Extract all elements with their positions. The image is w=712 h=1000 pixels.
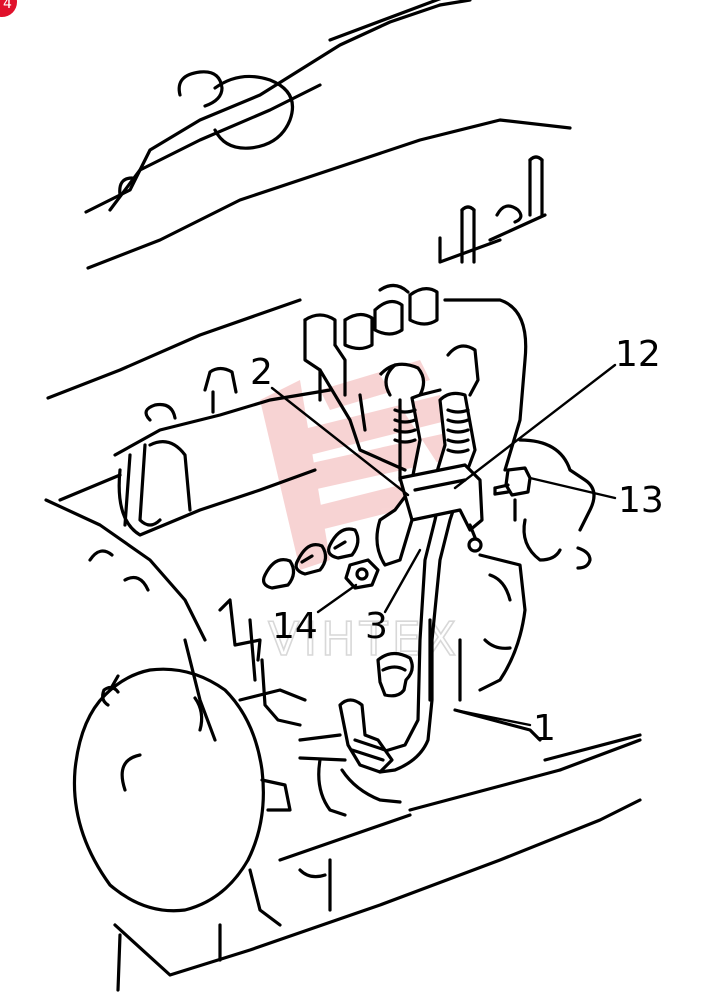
timing-cover bbox=[72, 667, 307, 962]
callout-2: 2 bbox=[250, 352, 273, 393]
callout-labels: 2 12 13 14 3 1 bbox=[250, 334, 664, 749]
manifold-body bbox=[303, 283, 528, 472]
intake-pipe bbox=[113, 388, 332, 537]
alternator-housing bbox=[478, 438, 596, 692]
leader-3 bbox=[383, 548, 422, 614]
leader-13 bbox=[528, 476, 617, 500]
engine-block-upper bbox=[44, 298, 302, 642]
leader-14 bbox=[316, 583, 358, 614]
oil-port-fitting bbox=[298, 651, 414, 817]
oil-pan bbox=[113, 733, 642, 992]
leader-12 bbox=[453, 363, 617, 490]
callout-1: 1 bbox=[533, 708, 556, 749]
callout-14: 14 bbox=[272, 606, 318, 647]
head-studs bbox=[438, 155, 547, 264]
callout-12: 12 bbox=[615, 334, 661, 375]
clamp-bracket bbox=[398, 463, 484, 553]
spark-plug-boots bbox=[261, 527, 360, 590]
cylinder-head-cover bbox=[84, 0, 572, 270]
leader-2 bbox=[270, 386, 410, 497]
corner-badge-label: 4 bbox=[3, 0, 12, 12]
leader-lines bbox=[270, 363, 617, 727]
engine-block-lower bbox=[88, 549, 542, 742]
nut-14 bbox=[344, 558, 380, 590]
callout-3: 3 bbox=[365, 606, 388, 647]
bolt-13 bbox=[493, 466, 532, 497]
leader-1 bbox=[453, 708, 532, 727]
corner-badge: 4 bbox=[0, 0, 17, 17]
callout-13: 13 bbox=[618, 480, 664, 521]
